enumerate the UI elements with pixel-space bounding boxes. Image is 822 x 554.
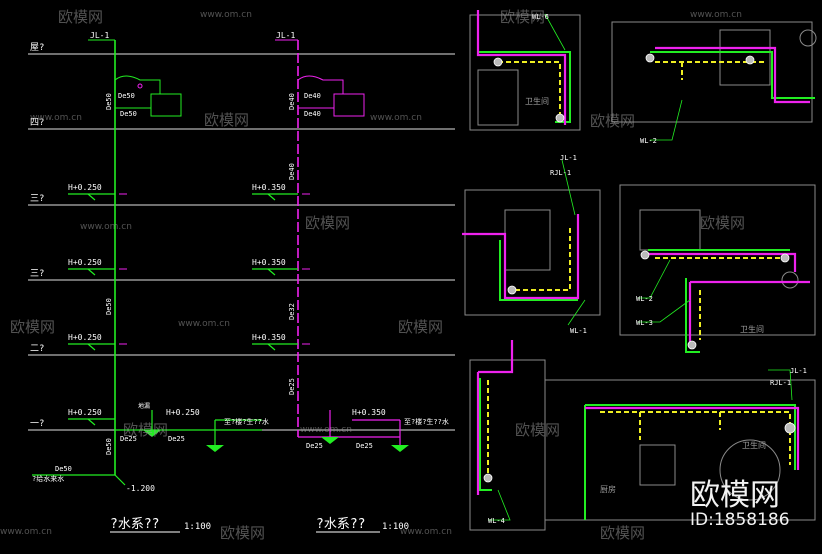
watermark-site: www.om.cn — [690, 10, 742, 20]
watermark-site: www.om.cn — [30, 113, 82, 123]
watermark-site: www.om.cn — [178, 319, 230, 329]
watermark-site: www.om.cn — [80, 222, 132, 232]
left-heater-dia-2: De50 — [120, 110, 137, 118]
floor-label-3b: 三? — [30, 269, 44, 279]
left-height-1: H+0.250 — [68, 183, 102, 192]
watermark-brand: 欧模网 — [500, 8, 546, 26]
watermark-brand: 欧模网 — [590, 112, 636, 130]
plan-views: WL-6 WL-2 JL-1 RJL-1 WL-1 WL-2 WL-3 WL-4… — [462, 10, 817, 531]
label-kitchen: 厨房 — [600, 484, 616, 494]
watermark-brand: 欧模网 — [220, 524, 266, 542]
floor-label-1: 一? — [30, 419, 44, 429]
watermark-brand: 欧模网 — [515, 421, 561, 439]
right-dia-low: De25 — [288, 378, 296, 395]
right-outlet-label: 至?楼?生??水 — [404, 417, 449, 426]
left-height-3: H+0.250 — [68, 333, 102, 342]
watermark-site: www.om.cn — [300, 425, 352, 435]
label-rjl1-bottom: RJL-1 — [770, 379, 791, 387]
watermark-brand: 欧模网 — [600, 524, 646, 542]
left-dia-low: De50 — [105, 438, 113, 455]
label-jl1-bottom: JL-1 — [790, 367, 807, 375]
watermark-id: ID:1858186 — [690, 510, 790, 530]
label-wl6: WL-6 — [532, 13, 549, 21]
left-inlet-dia: De50 — [55, 465, 72, 473]
left-branch-dia-1: De25 — [120, 435, 137, 443]
watermark-big-brand: 欧模网 — [690, 478, 780, 513]
right-height-1: H+0.350 — [252, 183, 286, 192]
watermark-brand: 欧模网 — [204, 111, 250, 129]
left-dia-mid: De50 — [105, 298, 113, 315]
left-branch-dia-2: De25 — [168, 435, 185, 443]
right-dia-mid: De32 — [288, 303, 296, 320]
right-heater-dia-2: De40 — [304, 110, 321, 118]
right-heater-dia-1: De40 — [304, 92, 321, 100]
floor-label-3a: 三? — [30, 194, 44, 204]
left-riser-id: JL-1 — [90, 31, 109, 40]
label-wl1: WL-1 — [570, 327, 587, 335]
right-system-scale: 1:100 — [382, 522, 409, 532]
right-riser-id: JL-1 — [276, 31, 295, 40]
right-system-title: ?水系?? — [316, 517, 365, 532]
label-bath-3: 卫生间 — [742, 440, 766, 450]
left-system-title: ?水系?? — [110, 517, 159, 532]
left-height-4: H+0.250 — [68, 408, 102, 417]
watermark-site: www.om.cn — [370, 113, 422, 123]
watermark-brand: 欧模网 — [305, 214, 351, 232]
watermark-brand: 欧模网 — [398, 318, 444, 336]
label-wl4: WL-4 — [488, 517, 505, 525]
left-outlet-label: 至?楼?生??水 — [224, 417, 269, 426]
floor-label-4: 四? — [30, 118, 44, 128]
floor-label-2: 二? — [30, 344, 44, 354]
left-dia-upper: De50 — [105, 93, 113, 110]
label-wl2: WL-2 — [636, 295, 653, 303]
label-bath-2: 卫生间 — [740, 324, 764, 334]
right-height-3: H+0.350 — [252, 333, 286, 342]
left-heater-dia-1: De50 — [118, 92, 135, 100]
right-dia-upper: De40 — [288, 93, 296, 110]
label-jl1-mid: JL-1 — [560, 154, 577, 162]
left-height-2: H+0.250 — [68, 258, 102, 267]
right-branch-dia-2: De25 — [356, 442, 373, 450]
watermark-brand: 欧模网 — [10, 318, 56, 336]
floor-labels: 屋? 四? 三? 三? 二? 一? — [30, 42, 44, 429]
right-height-2: H+0.350 — [252, 258, 286, 267]
right-height-4: H+0.350 — [352, 408, 386, 417]
label-rjl1-mid: RJL-1 — [550, 169, 571, 177]
svg-text:地漏: 地漏 — [138, 402, 150, 410]
watermark-site: www.om.cn — [0, 527, 52, 537]
label-wl3: WL-3 — [636, 319, 653, 327]
floor-label-roof: 屋? — [30, 42, 44, 53]
right-branch-dia-1: De25 — [306, 442, 323, 450]
left-system-scale: 1:100 — [184, 522, 211, 532]
watermark-brand: 欧模网 — [700, 214, 746, 232]
label-wl2-top: WL-2 — [640, 137, 657, 145]
watermark-brand: 欧模网 — [58, 8, 104, 26]
left-inlet-label: ?给水来水 — [32, 474, 64, 483]
watermark-site: www.om.cn — [400, 527, 452, 537]
left-riser-system: JL-1 De50 De50 De50 De50 De50 H+0.250 H+… — [32, 31, 269, 533]
right-dia-upper-2: De40 — [288, 163, 296, 180]
left-height-5: H+0.250 — [166, 408, 200, 417]
watermark-brand: 欧模网 — [123, 421, 169, 439]
right-riser-system: JL-1 De40 De40 De40 De40 De32 De25 H+0.3… — [252, 31, 449, 533]
left-bottom-elev: -1.200 — [126, 484, 155, 493]
label-bath-1: 卫生间 — [525, 96, 549, 106]
watermark-site: www.om.cn — [200, 10, 252, 20]
